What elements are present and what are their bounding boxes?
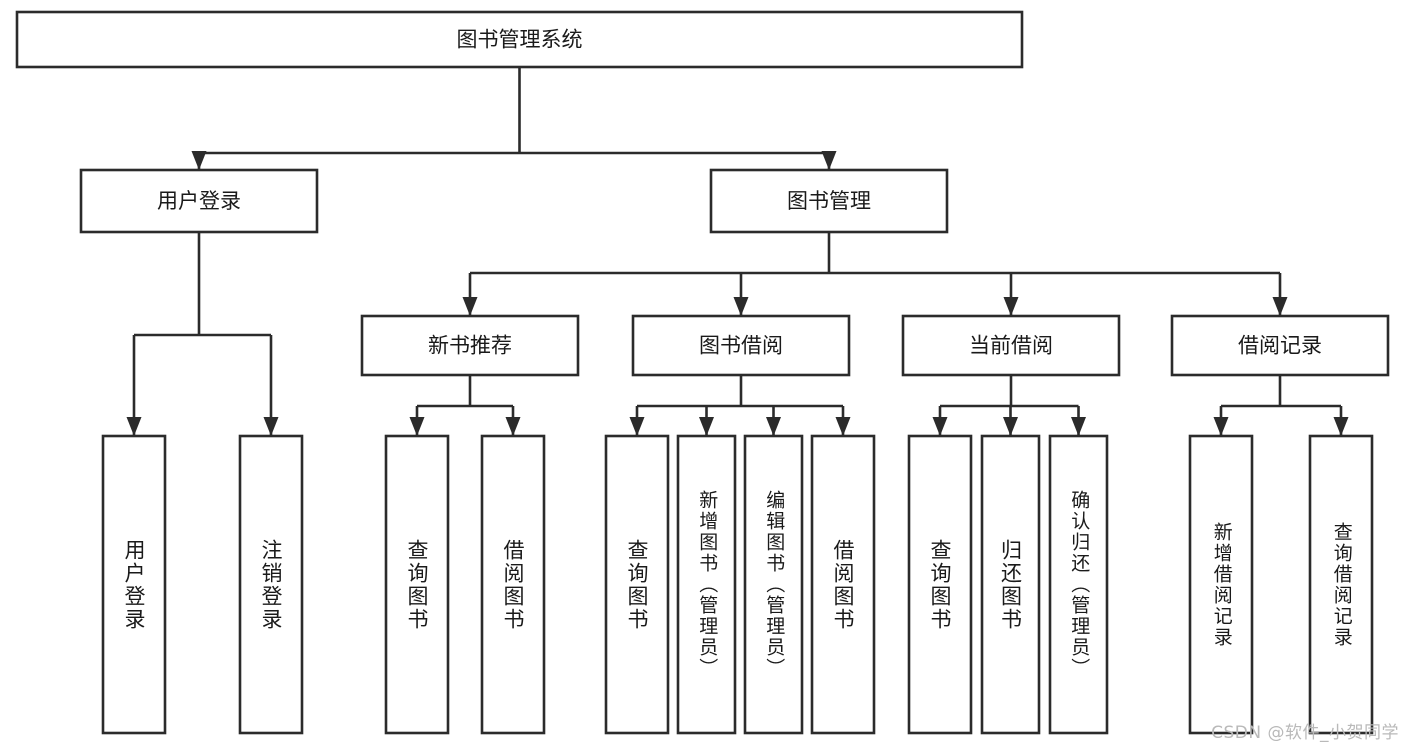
- arrow-head-icon: [1272, 297, 1288, 316]
- node-box-leaf-5[interactable]: [676, 434, 737, 735]
- node-box-level2-0[interactable]: [79, 168, 319, 234]
- node-box-level2-1[interactable]: [709, 168, 949, 234]
- arrow-head-icon: [1333, 417, 1349, 436]
- arrow-head-icon: [126, 417, 142, 436]
- node-boxes: [15, 10, 1390, 735]
- node-box-leaf-9[interactable]: [980, 434, 1041, 735]
- arrow-head-icon: [462, 297, 478, 316]
- arrow-head-icon: [1071, 417, 1086, 436]
- node-box-level3-3[interactable]: [1170, 314, 1390, 377]
- node-label: 当前借阅: [969, 334, 1053, 358]
- node-box-level3-2[interactable]: [901, 314, 1121, 377]
- node-box-leaf-8[interactable]: [907, 434, 973, 735]
- node-box-level3-0[interactable]: [360, 314, 580, 377]
- node-box-level3-1[interactable]: [631, 314, 851, 377]
- node-label: 图书管理系统: [457, 28, 583, 52]
- node-box-leaf-0[interactable]: [101, 434, 167, 735]
- arrow-head-icon: [733, 297, 749, 316]
- arrow-head-icon: [629, 417, 645, 436]
- node-label: 新书推荐: [428, 334, 512, 358]
- arrow-head-icon: [1213, 417, 1229, 436]
- node-box-leaf-1[interactable]: [238, 434, 304, 735]
- node-box-leaf-11[interactable]: [1188, 434, 1254, 735]
- arrow-head-icon: [1003, 417, 1018, 436]
- arrow-head-icon: [409, 417, 425, 436]
- node-label: 用户登录: [157, 189, 241, 213]
- arrow-head-icon: [835, 417, 851, 436]
- node-box-leaf-4[interactable]: [604, 434, 670, 735]
- arrow-head-icon: [821, 151, 837, 170]
- arrow-head-icon: [1003, 297, 1019, 316]
- arrow-head-icon: [191, 151, 207, 170]
- arrow-head-icon: [766, 417, 781, 436]
- node-box-leaf-3[interactable]: [480, 434, 546, 735]
- node-label: 借阅记录: [1238, 334, 1322, 358]
- node-box-leaf-12[interactable]: [1308, 434, 1374, 735]
- arrow-head-icon: [932, 417, 948, 436]
- arrow-head-icon: [505, 417, 521, 436]
- csdn-watermark: CSDN @软件_小贺同学: [1211, 723, 1399, 743]
- arrow-head-icon: [263, 417, 279, 436]
- node-box-leaf-6[interactable]: [743, 434, 804, 735]
- arrow-head-icon: [699, 417, 714, 436]
- node-label: 图书管理: [787, 189, 871, 213]
- connector-edges: [126, 67, 1349, 436]
- node-box-leaf-10[interactable]: [1048, 434, 1109, 735]
- node-box-leaf-2[interactable]: [384, 434, 450, 735]
- node-box-leaf-7[interactable]: [810, 434, 876, 735]
- node-label: 图书借阅: [699, 334, 783, 358]
- node-box-root[interactable]: [15, 10, 1024, 69]
